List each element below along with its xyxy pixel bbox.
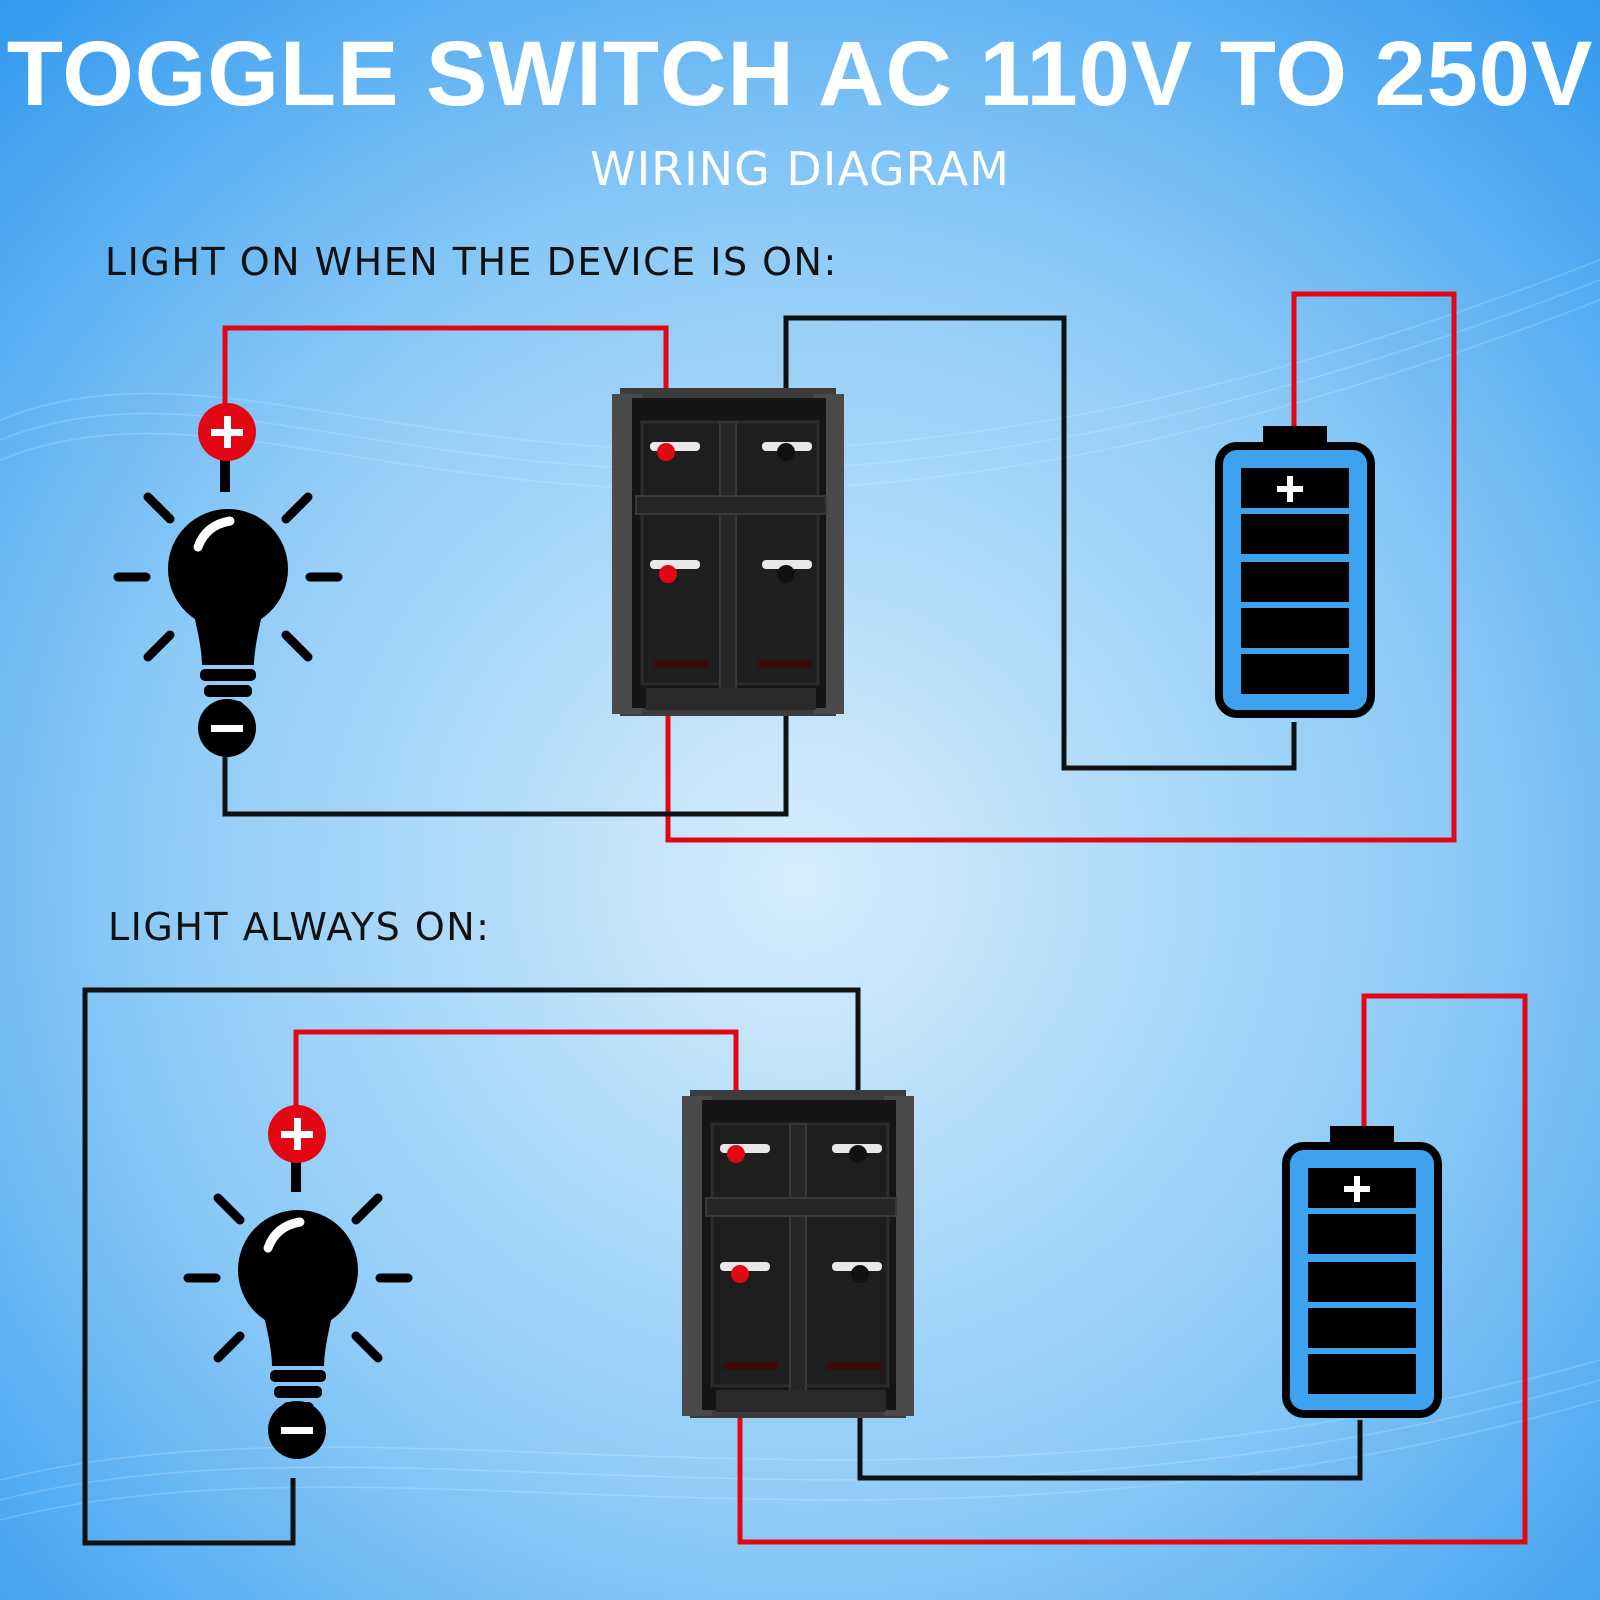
- switch-terminals: [727, 1145, 869, 1283]
- battery-icon: [1286, 1126, 1438, 1414]
- plus-terminal-icon: [198, 403, 256, 461]
- section-label-switched: LIGHT ON WHEN THE DEVICE IS ON:: [105, 240, 838, 284]
- switch-terminals: [657, 443, 795, 583]
- diagram-always-on: [82, 987, 1528, 1546]
- wire-negative-switch-to-battery: [783, 315, 1297, 771]
- page-title: TOGGLE SWITCH AC 110V TO 250V: [6, 23, 1594, 125]
- plus-terminal-icon: [268, 1105, 326, 1163]
- battery-icon: [1219, 426, 1371, 714]
- wire-positive-bulb-to-switch: [293, 1029, 739, 1154]
- wire-positive-switch-to-battery: [737, 993, 1528, 1545]
- section-label-always-on: LIGHT ALWAYS ON:: [108, 905, 491, 949]
- rocker-switch-icon: [610, 386, 846, 718]
- diagram-switched: [118, 291, 1457, 843]
- page-subtitle: WIRING DIAGRAM: [590, 142, 1010, 196]
- minus-terminal-icon: [198, 699, 256, 757]
- minus-terminal-icon: [268, 1401, 326, 1459]
- wire-positive-switch-to-battery: [665, 291, 1457, 843]
- light-bulb-icon: [118, 497, 338, 721]
- wire-positive-bulb-to-switch: [222, 325, 669, 452]
- rocker-switch-icon: [680, 1088, 916, 1420]
- wire-negative-loop: [82, 987, 861, 1546]
- light-bulb-icon: [188, 1198, 408, 1422]
